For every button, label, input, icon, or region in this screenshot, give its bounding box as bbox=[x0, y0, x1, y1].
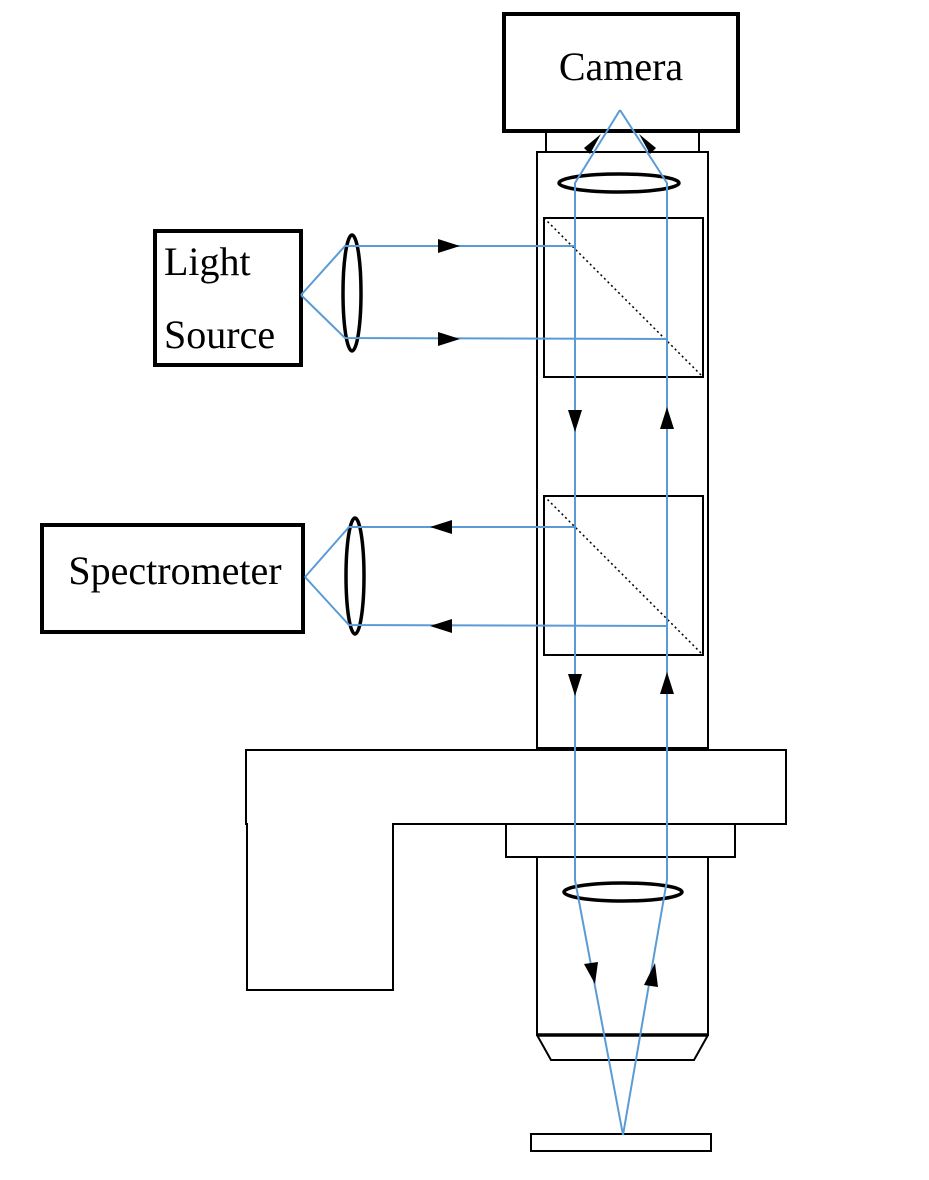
arrow-objective-up bbox=[644, 963, 658, 987]
arrow-up-upper bbox=[660, 407, 674, 429]
splitter-diagonal-upper bbox=[543, 217, 704, 378]
spectrometer-lens bbox=[344, 516, 366, 636]
sample-slide bbox=[530, 1133, 712, 1152]
light-source-box bbox=[153, 229, 303, 367]
camera-block: Camera bbox=[502, 12, 740, 153]
light-source-block: Light Source bbox=[153, 229, 363, 367]
detection-ray-lower bbox=[304, 576, 668, 627]
arrow-objective-down bbox=[584, 962, 598, 984]
splitter-diagonal-lower bbox=[543, 495, 704, 656]
vertical-ray-right bbox=[619, 109, 668, 1136]
arrow-illumination-upper bbox=[438, 239, 460, 253]
arrow-up-lower bbox=[660, 672, 674, 694]
light-rays bbox=[300, 109, 668, 1136]
beam-splitter-lower bbox=[543, 495, 704, 656]
splitter-cube-lower bbox=[543, 495, 704, 656]
spectrometer-box bbox=[40, 523, 305, 634]
arrow-detection-upper bbox=[430, 520, 452, 534]
camera-label: Camera bbox=[559, 44, 684, 89]
light-source-label-line1: Light bbox=[164, 239, 251, 284]
arrow-camera-left bbox=[584, 134, 601, 154]
ray-arrows bbox=[430, 134, 674, 987]
light-source-lens bbox=[341, 233, 363, 353]
arrow-down-lower bbox=[568, 674, 582, 696]
arrow-illumination-lower bbox=[438, 332, 460, 346]
illumination-ray-lower bbox=[300, 294, 668, 340]
light-source-label-line2: Source bbox=[164, 312, 275, 357]
vertical-ray-left bbox=[574, 109, 624, 1136]
objective-tip bbox=[536, 1034, 709, 1061]
beam-splitter-upper bbox=[543, 217, 704, 378]
arrow-detection-lower bbox=[430, 619, 452, 633]
tube-lens bbox=[557, 172, 681, 194]
illumination-ray-upper bbox=[300, 245, 575, 296]
camera-adapter bbox=[545, 130, 700, 153]
splitter-cube-upper bbox=[543, 217, 704, 378]
detection-ray-upper bbox=[304, 526, 575, 578]
objective-lens bbox=[562, 881, 684, 903]
spectrometer-block: Spectrometer bbox=[40, 516, 366, 636]
spectrometer-label: Spectrometer bbox=[68, 548, 281, 593]
nosepiece bbox=[505, 823, 736, 858]
microscope-body bbox=[245, 749, 787, 991]
upper-tube bbox=[536, 151, 709, 749]
arrow-camera-right bbox=[639, 134, 656, 154]
arrow-down-upper bbox=[568, 410, 582, 432]
